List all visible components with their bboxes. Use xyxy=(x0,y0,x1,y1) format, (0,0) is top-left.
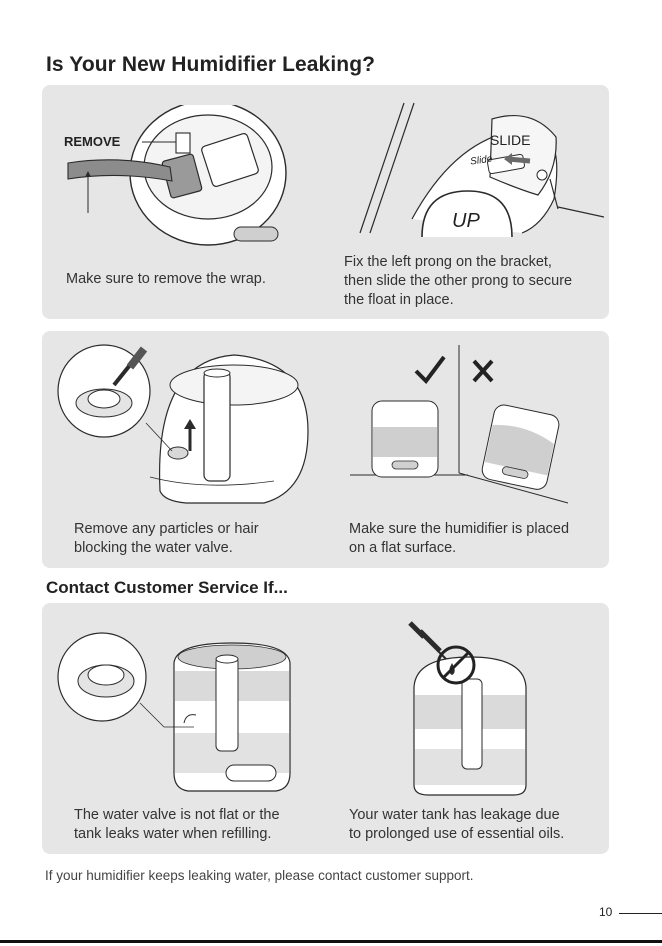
caption-essential-oils: Your water tank has leakage due to prolo… xyxy=(349,806,564,844)
caption-line: to prolonged use of essential oils. xyxy=(349,826,565,842)
slide-label: SLIDE xyxy=(490,132,530,148)
illustration-valve-not-flat xyxy=(57,632,291,792)
page-number: 10 xyxy=(599,905,613,919)
caption-line: then slide the other prong to secure xyxy=(344,273,573,289)
bottom-rule xyxy=(0,940,662,943)
caption-line: tank leaks water when refilling. xyxy=(74,826,272,842)
panel-remove-wrap-and-float: REMOVE UP SLIDE Slide Make sure to remov… xyxy=(42,85,609,319)
page-title: Is Your New Humidifier Leaking? xyxy=(46,53,376,76)
caption-line: Your water tank has leakage due xyxy=(349,807,560,823)
caption-line: The water valve is not flat or the xyxy=(74,807,280,823)
slide-small-label: Slide xyxy=(470,154,494,168)
panel-valve-and-surface: Remove any particles or hair blocking th… xyxy=(42,331,609,568)
illustration-flat-surface xyxy=(350,345,569,504)
caption-line: on a flat surface. xyxy=(349,540,457,556)
caption-remove-particles: Remove any particles or hair blocking th… xyxy=(74,520,259,558)
illustration-clean-valve xyxy=(57,344,309,504)
caption-line: Fix the left prong on the bracket, xyxy=(344,254,552,270)
remove-label: REMOVE xyxy=(64,134,121,149)
caption-remove-wrap: Make sure to remove the wrap. xyxy=(66,271,266,287)
check-icon xyxy=(414,355,446,385)
illustration-remove-wrap: REMOVE xyxy=(64,105,287,246)
panel-contact-service: The water valve is not flat or the tank … xyxy=(42,603,609,854)
page-number-rule xyxy=(619,913,662,914)
caption-fix-prong: Fix the left prong on the bracket, then … xyxy=(344,253,572,310)
caption-flat-surface: Make sure the humidifier is placed on a … xyxy=(349,520,569,558)
caption-valve-not-flat: The water valve is not flat or the tank … xyxy=(74,806,280,844)
caption-line: the float in place. xyxy=(344,292,454,308)
footer-note: If your humidifier keeps leaking water, … xyxy=(45,868,474,883)
caption-line: Make sure the humidifier is placed xyxy=(349,521,570,537)
section-title: Contact Customer Service If... xyxy=(46,578,288,597)
up-label: UP xyxy=(452,210,480,232)
no-essential-oil-icon xyxy=(436,645,476,685)
caption-line: blocking the water valve. xyxy=(74,540,233,556)
caption-line: Remove any particles or hair xyxy=(74,521,259,537)
illustration-slide-float: UP SLIDE Slide xyxy=(359,102,604,238)
illustration-essential-oils xyxy=(408,621,527,796)
cross-icon xyxy=(472,359,494,383)
